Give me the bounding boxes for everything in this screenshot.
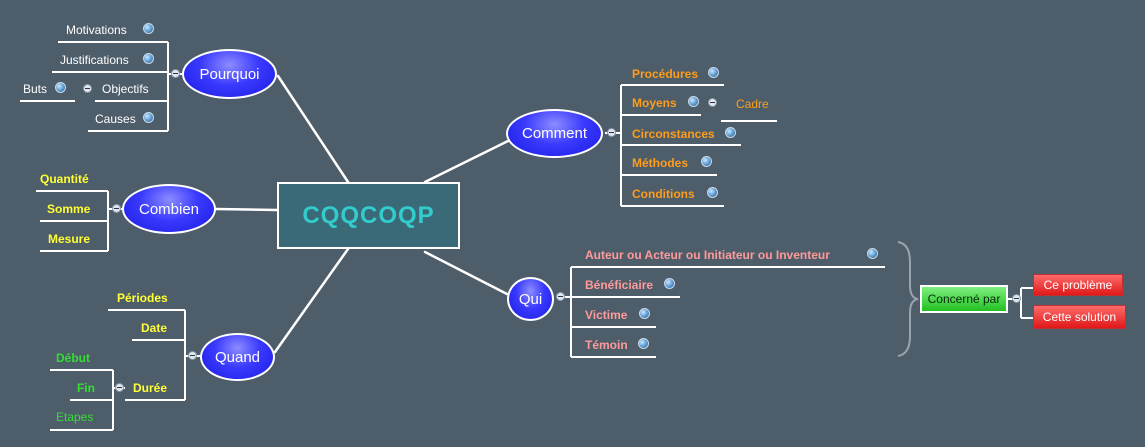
link-comment	[423, 138, 512, 184]
quand-item[interactable]: Périodes	[117, 291, 168, 305]
globe-icon	[664, 278, 675, 289]
node-pourquoi[interactable]: Pourquoi	[182, 49, 277, 99]
globe-icon	[725, 127, 736, 138]
node-comment[interactable]: Comment	[506, 109, 603, 158]
globe-icon	[55, 82, 66, 93]
link-quand	[273, 247, 350, 354]
pourquoi-item[interactable]: Motivations	[66, 23, 127, 37]
moyens-subitem[interactable]: Cadre	[736, 97, 769, 111]
link-combien	[214, 207, 279, 212]
pourquoi-item[interactable]: Justifications	[60, 53, 129, 67]
combien-item[interactable]: Quantité	[40, 172, 89, 186]
quand-item[interactable]: Durée	[133, 381, 168, 395]
pourquoi-item[interactable]: Objectifs	[102, 82, 149, 96]
globe-icon	[638, 338, 649, 349]
combien-item[interactable]: Somme	[47, 202, 91, 216]
comment-item[interactable]: Conditions	[632, 187, 695, 201]
quand-item[interactable]: Date	[141, 321, 168, 335]
comment-item[interactable]: Circonstances	[632, 127, 715, 141]
collapse-minus-icon[interactable]	[112, 204, 121, 213]
globe-icon	[143, 23, 154, 34]
option-ce-probleme[interactable]: Ce problème	[1033, 274, 1123, 296]
comment-item[interactable]: Moyens	[632, 96, 677, 110]
globe-icon	[143, 53, 154, 64]
globe-icon	[701, 156, 712, 167]
qui-item[interactable]: Témoin	[585, 338, 628, 352]
qui-item[interactable]: Victime	[585, 308, 628, 322]
collapse-minus-icon[interactable]	[188, 351, 197, 360]
curly-brace-icon	[897, 241, 919, 357]
link-qui	[423, 250, 509, 296]
collapse-minus-icon[interactable]	[171, 69, 180, 78]
collapse-minus-icon[interactable]	[708, 98, 717, 107]
collapse-minus-icon[interactable]	[556, 292, 565, 301]
node-qui[interactable]: Qui	[507, 277, 554, 321]
globe-icon	[639, 308, 650, 319]
node-quand[interactable]: Quand	[200, 333, 275, 381]
pourquoi-subitem[interactable]: Buts	[23, 82, 48, 96]
combien-item[interactable]: Mesure	[48, 232, 91, 246]
pourquoi-item[interactable]: Causes	[95, 112, 136, 126]
qui-item[interactable]: Auteur ou Acteur ou Initiateur ou Invent…	[585, 248, 830, 262]
central-topic[interactable]: CQQCOQP	[277, 182, 460, 249]
collapse-minus-icon[interactable]	[83, 84, 92, 93]
collapse-minus-icon[interactable]	[1012, 294, 1021, 303]
globe-icon	[707, 187, 718, 198]
globe-icon	[688, 96, 699, 107]
concerne-par-node[interactable]: Concerné par	[920, 285, 1008, 313]
duree-item[interactable]: Etapes	[56, 410, 94, 424]
collapse-minus-icon[interactable]	[607, 128, 616, 137]
duree-item[interactable]: Fin	[77, 381, 95, 395]
option-cette-solution[interactable]: Cette solution	[1033, 305, 1126, 329]
globe-icon	[143, 112, 154, 123]
globe-icon	[708, 67, 719, 78]
collapse-minus-icon[interactable]	[115, 383, 124, 392]
node-combien[interactable]: Combien	[122, 184, 216, 234]
comment-item[interactable]: Méthodes	[632, 156, 689, 170]
comment-item[interactable]: Procédures	[632, 67, 699, 81]
globe-icon	[867, 248, 878, 259]
link-pourquoi	[276, 74, 350, 184]
qui-item[interactable]: Bénéficiaire	[585, 278, 654, 292]
duree-item[interactable]: Début	[56, 351, 90, 365]
